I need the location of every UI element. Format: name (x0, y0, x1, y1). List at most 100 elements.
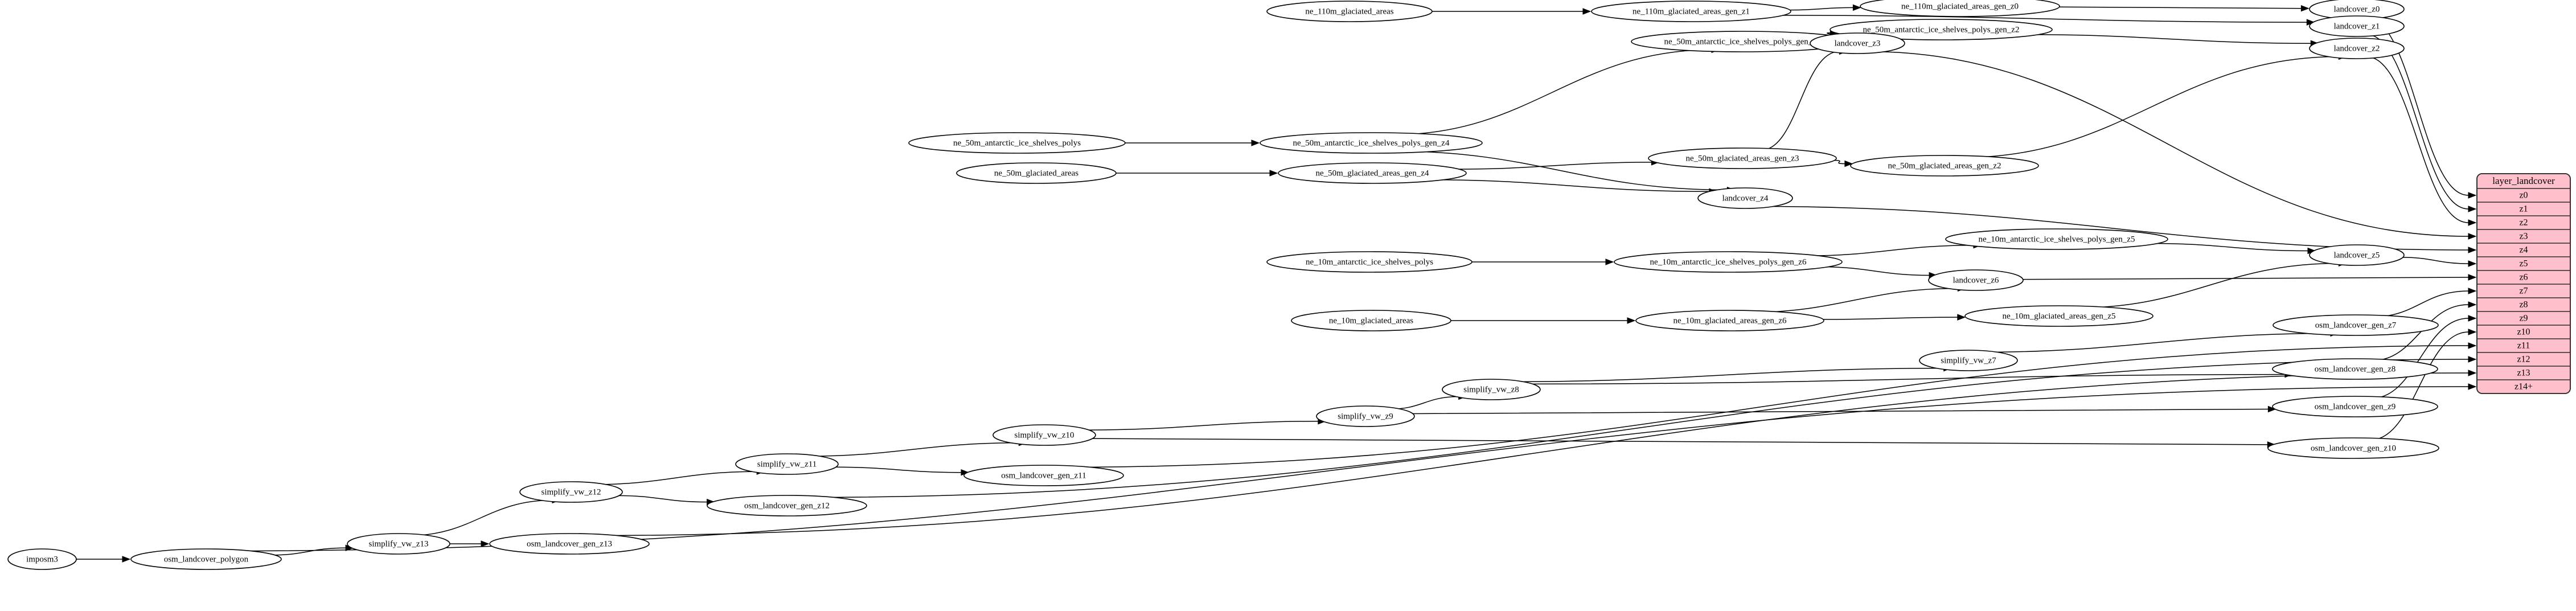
graph-node-simplify_vw_z10[interactable]: simplify_vw_z10 (992, 424, 1096, 446)
record-row-z3[interactable]: z3 (2519, 232, 2528, 241)
edge-arrowhead (2468, 219, 2477, 226)
edge-arrowhead (2468, 206, 2477, 212)
edge-arrowhead (2468, 370, 2477, 376)
node-label: simplify_vw_z9 (1338, 412, 1393, 421)
graph-edge (1507, 364, 1952, 383)
graph-node-landcover_z3[interactable]: landcover_z3 (1810, 32, 1905, 54)
record-row-z7[interactable]: z7 (2519, 286, 2528, 296)
graph-node-ne_50m_antarctic_ice_shelves_polys_gen_z4[interactable]: ne_50m_antarctic_ice_shelves_polys_gen_z… (1260, 132, 1483, 154)
edge-arrowhead (2468, 356, 2477, 363)
node-label: landcover_z4 (1722, 194, 1769, 203)
node-ellipse (707, 495, 867, 516)
record-node-layer: layer_landcover z0 z1 z2 z3 z4 z5 z6 z7 z8 z9 z10 z1… (2476, 173, 2571, 394)
graph-node-simplify_vw_z7[interactable]: simplify_vw_z7 (1919, 350, 2018, 371)
graph-edge (802, 356, 2477, 498)
record-row-label: z12 (2517, 355, 2530, 364)
graph-edge (76, 556, 131, 563)
graph-node-osm_landcover_gen_z11[interactable]: osm_landcover_gen_z11 (963, 465, 1124, 486)
graph-node-osm_landcover_polygon[interactable]: osm_landcover_polygon (130, 548, 282, 570)
graph-node-osm_landcover_gen_z9[interactable]: osm_landcover_gen_z9 (2272, 396, 2438, 417)
record-row-z9[interactable]: z9 (2519, 314, 2528, 323)
record-row-z2[interactable]: z2 (2519, 218, 2528, 228)
graph-node-osm_landcover_gen_z10[interactable]: osm_landcover_gen_z10 (2267, 437, 2439, 459)
graph-node-ne_10m_antarctic_ice_shelves_polys[interactable]: ne_10m_antarctic_ice_shelves_polys (1266, 251, 1472, 273)
record-row-label: z6 (2519, 273, 2528, 282)
record-node-layer-landcover[interactable]: layer_landcover z0 z1 z2 z3 z4 z5 z6 z7 z8 z9 z10 z1… (2476, 173, 2571, 394)
graph-node-ne_10m_antarctic_ice_shelves_polys_gen_z6[interactable]: ne_10m_antarctic_ice_shelves_polys_gen_z… (1614, 251, 1843, 273)
graph-node-landcover_z1[interactable]: landcover_z1 (2309, 15, 2405, 37)
graph-node-simplify_vw_z12[interactable]: simplify_vw_z12 (519, 481, 623, 503)
graph-node-ne_50m_glaciated_areas_gen_z3[interactable]: ne_50m_glaciated_areas_gen_z3 (1648, 147, 1837, 169)
graph-node-ne_110m_glaciated_areas_gen_z0[interactable]: ne_110m_glaciated_areas_gen_z0 (1860, 0, 2060, 17)
record-row-label: z0 (2519, 191, 2528, 200)
record-row-z10[interactable]: z10 (2517, 327, 2530, 337)
node-ellipse (1850, 155, 2039, 177)
record-title: layer_landcover (2492, 175, 2555, 186)
graph-node-ne_10m_glaciated_areas_gen_z5[interactable]: ne_10m_glaciated_areas_gen_z5 (1964, 305, 2153, 327)
node-ellipse (347, 533, 450, 555)
record-row-z6[interactable]: z6 (2519, 273, 2528, 282)
graph-node-osm_landcover_gen_z7[interactable]: osm_landcover_gen_z7 (2273, 314, 2439, 336)
record-row-z0[interactable]: z0 (2519, 191, 2528, 200)
edge-arrowhead (481, 540, 490, 547)
graph-edge (1426, 179, 1718, 195)
record-row-z1[interactable]: z1 (2519, 204, 2528, 214)
graph-edge (1833, 159, 1853, 167)
graph-node-ne_50m_glaciated_areas_gen_z2[interactable]: ne_50m_glaciated_areas_gen_z2 (1850, 155, 2039, 177)
node-ellipse (1697, 187, 1793, 209)
graph-node-landcover_z4[interactable]: landcover_z4 (1697, 187, 1793, 209)
graph-node-osm_landcover_gen_z8[interactable]: osm_landcover_gen_z8 (2272, 358, 2438, 380)
graph-edge (1528, 371, 2294, 385)
node-ellipse (2309, 244, 2405, 266)
edge-arrowhead (1582, 8, 1591, 15)
node-label: landcover_z6 (1953, 276, 1999, 285)
node-ellipse (7, 548, 77, 570)
graph-edge (450, 540, 490, 547)
record-row-z4[interactable]: z4 (2519, 245, 2528, 255)
graph-node-imposm3[interactable]: imposm3 (7, 548, 77, 570)
graph-node-ne_50m_glaciated_areas[interactable]: ne_50m_glaciated_areas (956, 162, 1117, 184)
graph-node-osm_landcover_gen_z13[interactable]: osm_landcover_gen_z13 (489, 533, 650, 555)
node-ellipse (1928, 269, 2024, 291)
record-row-z13[interactable]: z13 (2517, 368, 2530, 378)
graph-edge (803, 439, 1027, 457)
record-row-z11[interactable]: z11 (2517, 341, 2530, 351)
node-label: osm_landcover_gen_z9 (2315, 402, 2395, 411)
graph-edge (1090, 438, 2276, 448)
record-row-z8[interactable]: z8 (2519, 300, 2528, 310)
graph-edge (617, 495, 715, 506)
edge-arrowhead (2468, 329, 2477, 335)
graph-node-landcover_z5[interactable]: landcover_z5 (2309, 244, 2405, 266)
graph-node-simplify_vw_z13[interactable]: simplify_vw_z13 (347, 533, 450, 555)
graph-node-ne_50m_antarctic_ice_shelves_polys[interactable]: ne_50m_antarctic_ice_shelves_polys (908, 132, 1126, 154)
graph-node-simplify_vw_z8[interactable]: simplify_vw_z8 (1442, 379, 1541, 400)
graph-edge (1454, 159, 1660, 170)
record-row-label: z13 (2517, 368, 2530, 378)
node-label: ne_50m_glaciated_areas_gen_z2 (1888, 161, 2001, 170)
graph-node-osm_landcover_gen_z12[interactable]: osm_landcover_gen_z12 (707, 495, 867, 516)
node-label: ne_10m_glaciated_areas_gen_z5 (2002, 311, 2115, 321)
graph-node-simplify_vw_z11[interactable]: simplify_vw_z11 (735, 453, 839, 475)
node-ellipse (1591, 1, 1791, 22)
graph-node-ne_110m_glaciated_areas_gen_z1[interactable]: ne_110m_glaciated_areas_gen_z1 (1591, 1, 1791, 22)
graph-edge (2077, 260, 2347, 309)
graph-node-landcover_z6[interactable]: landcover_z6 (1928, 269, 2024, 291)
node-label: ne_50m_antarctic_ice_shelves_polys_gen_z… (1664, 37, 1821, 46)
node-ellipse (2272, 396, 2438, 417)
record-row-z5[interactable]: z5 (2519, 259, 2528, 269)
record-row-z12[interactable]: z12 (2517, 355, 2530, 364)
graph-node-ne_50m_glaciated_areas_gen_z4[interactable]: ne_50m_glaciated_areas_gen_z4 (1278, 162, 1467, 184)
graph-node-landcover_z2[interactable]: landcover_z2 (2309, 38, 2405, 59)
graph-node-ne_50m_antarctic_ice_shelves_polys_gen_z3[interactable]: ne_50m_antarctic_ice_shelves_polys_gen_z… (1631, 31, 1854, 52)
graph-node-ne_10m_antarctic_ice_shelves_polys_gen_z5[interactable]: ne_10m_antarctic_ice_shelves_polys_gen_z… (1945, 228, 2168, 250)
node-label: ne_110m_glaciated_areas_gen_z0 (1901, 2, 2019, 11)
edge-arrowhead (1844, 160, 1853, 167)
graph-node-ne_10m_glaciated_areas[interactable]: ne_10m_glaciated_areas (1291, 310, 1451, 331)
record-row-z14+[interactable]: z14+ (2515, 382, 2533, 392)
graph-node-ne_110m_glaciated_areas[interactable]: ne_110m_glaciated_areas (1266, 1, 1433, 22)
graph-edge (2371, 301, 2477, 362)
graph-node-simplify_vw_z9[interactable]: simplify_vw_z9 (1316, 405, 1415, 427)
graph-node-ne_10m_glaciated_areas_gen_z6[interactable]: ne_10m_glaciated_areas_gen_z6 (1635, 310, 1824, 331)
node-ellipse (908, 132, 1126, 154)
